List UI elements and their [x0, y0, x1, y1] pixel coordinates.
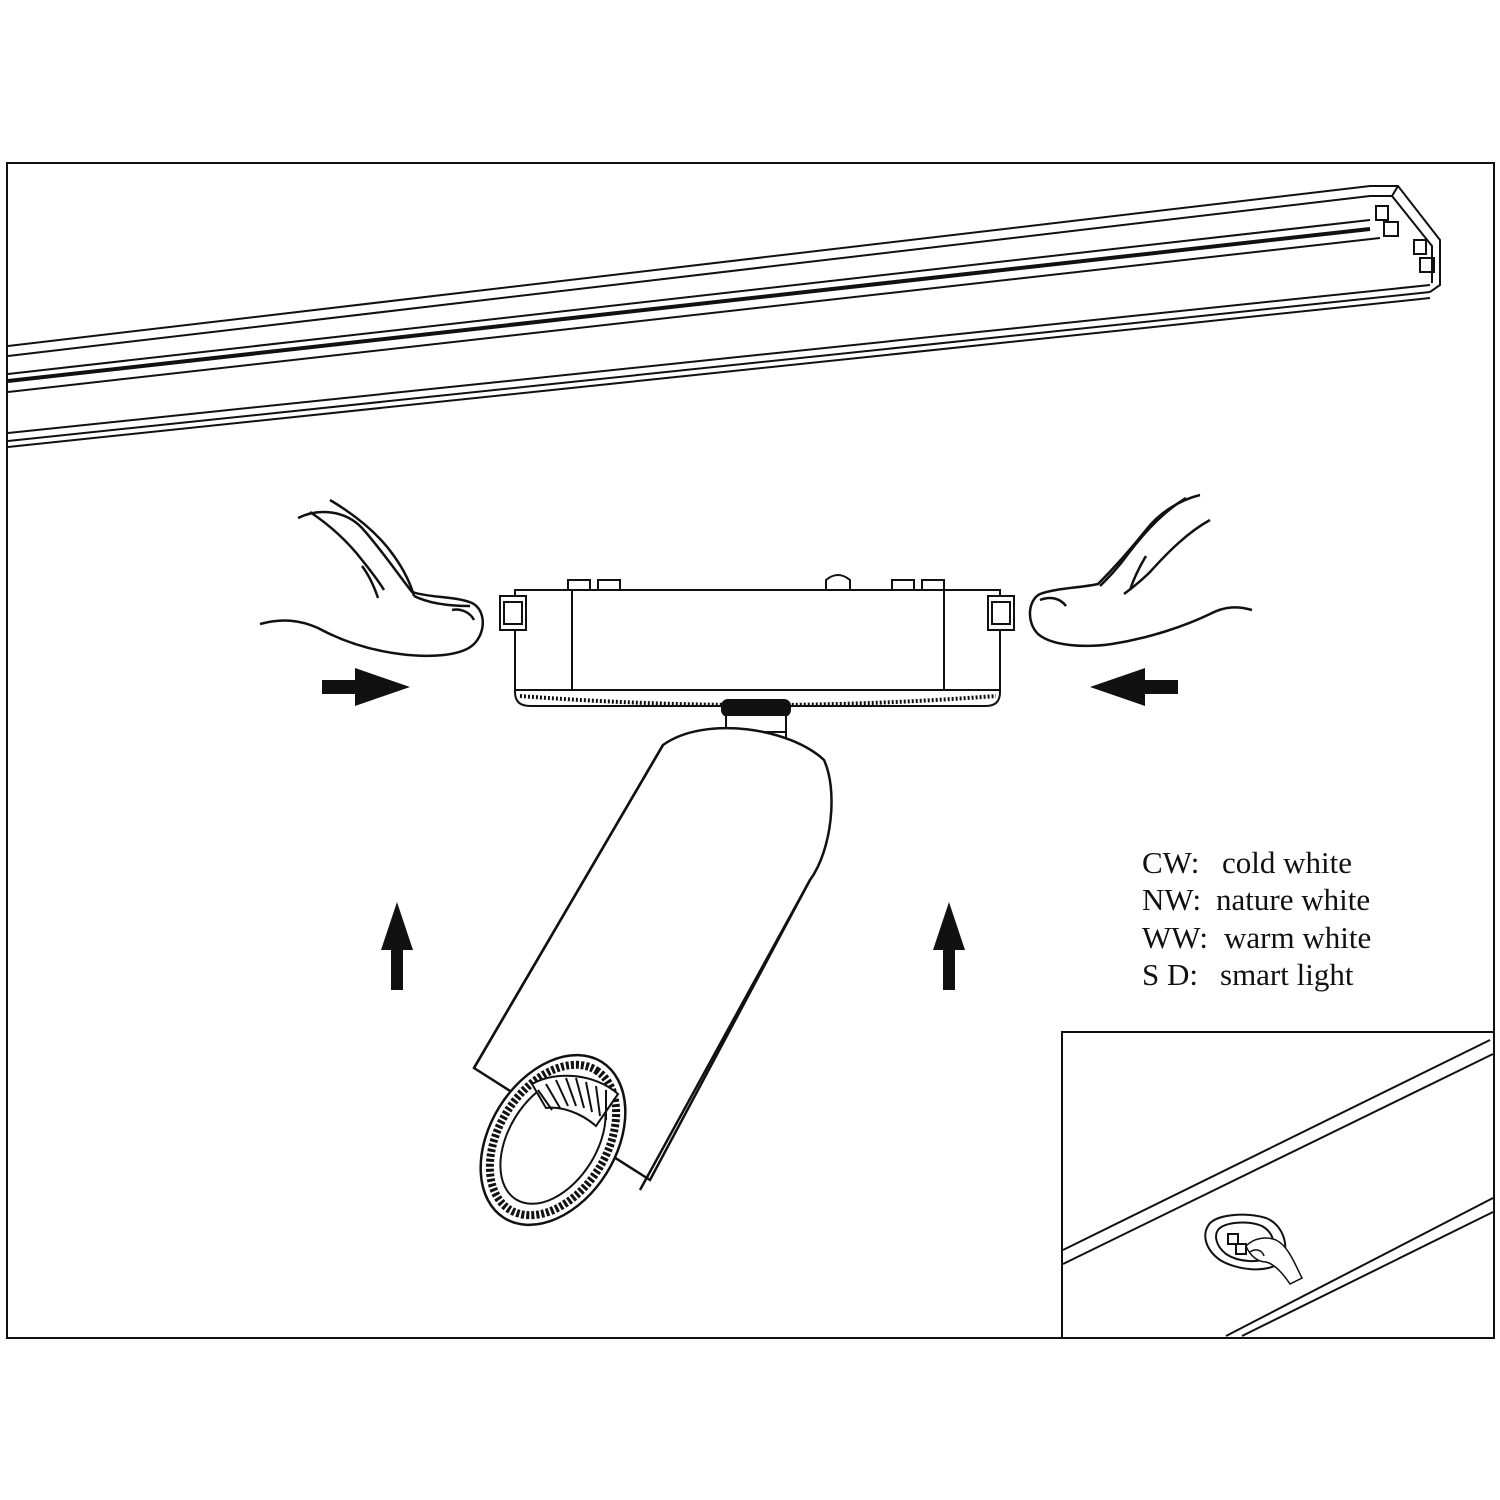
legend-code-sd: S D:: [1142, 957, 1198, 992]
legend-code-cw: CW:: [1142, 845, 1199, 880]
legend-desc-cw: cold white: [1222, 845, 1352, 880]
track-rail: [7, 185, 1441, 448]
arrow-up-icon-left: [381, 902, 413, 990]
arrow-left-icon: [1090, 668, 1178, 706]
legend-code-nw: NW:: [1142, 882, 1201, 917]
legend-desc-ww: warm white: [1224, 920, 1371, 955]
legend: CW: cold white NW: nature white WW: warm…: [1142, 845, 1371, 992]
left-hand-icon: [259, 498, 484, 658]
arrow-up-icon-right: [933, 902, 965, 990]
legend-desc-sd: smart light: [1220, 957, 1354, 992]
right-hand-icon: [1028, 493, 1253, 648]
spotlight-body: [472, 726, 833, 1227]
detail-inset: [1061, 1031, 1495, 1339]
legend-desc-nw: nature white: [1216, 882, 1370, 917]
legend-code-ww: WW:: [1142, 920, 1208, 955]
outer-frame: [6, 162, 1495, 1339]
finger-icon: [1245, 1237, 1304, 1285]
arrow-right-icon: [322, 668, 410, 706]
track-adapter: [499, 574, 1015, 707]
